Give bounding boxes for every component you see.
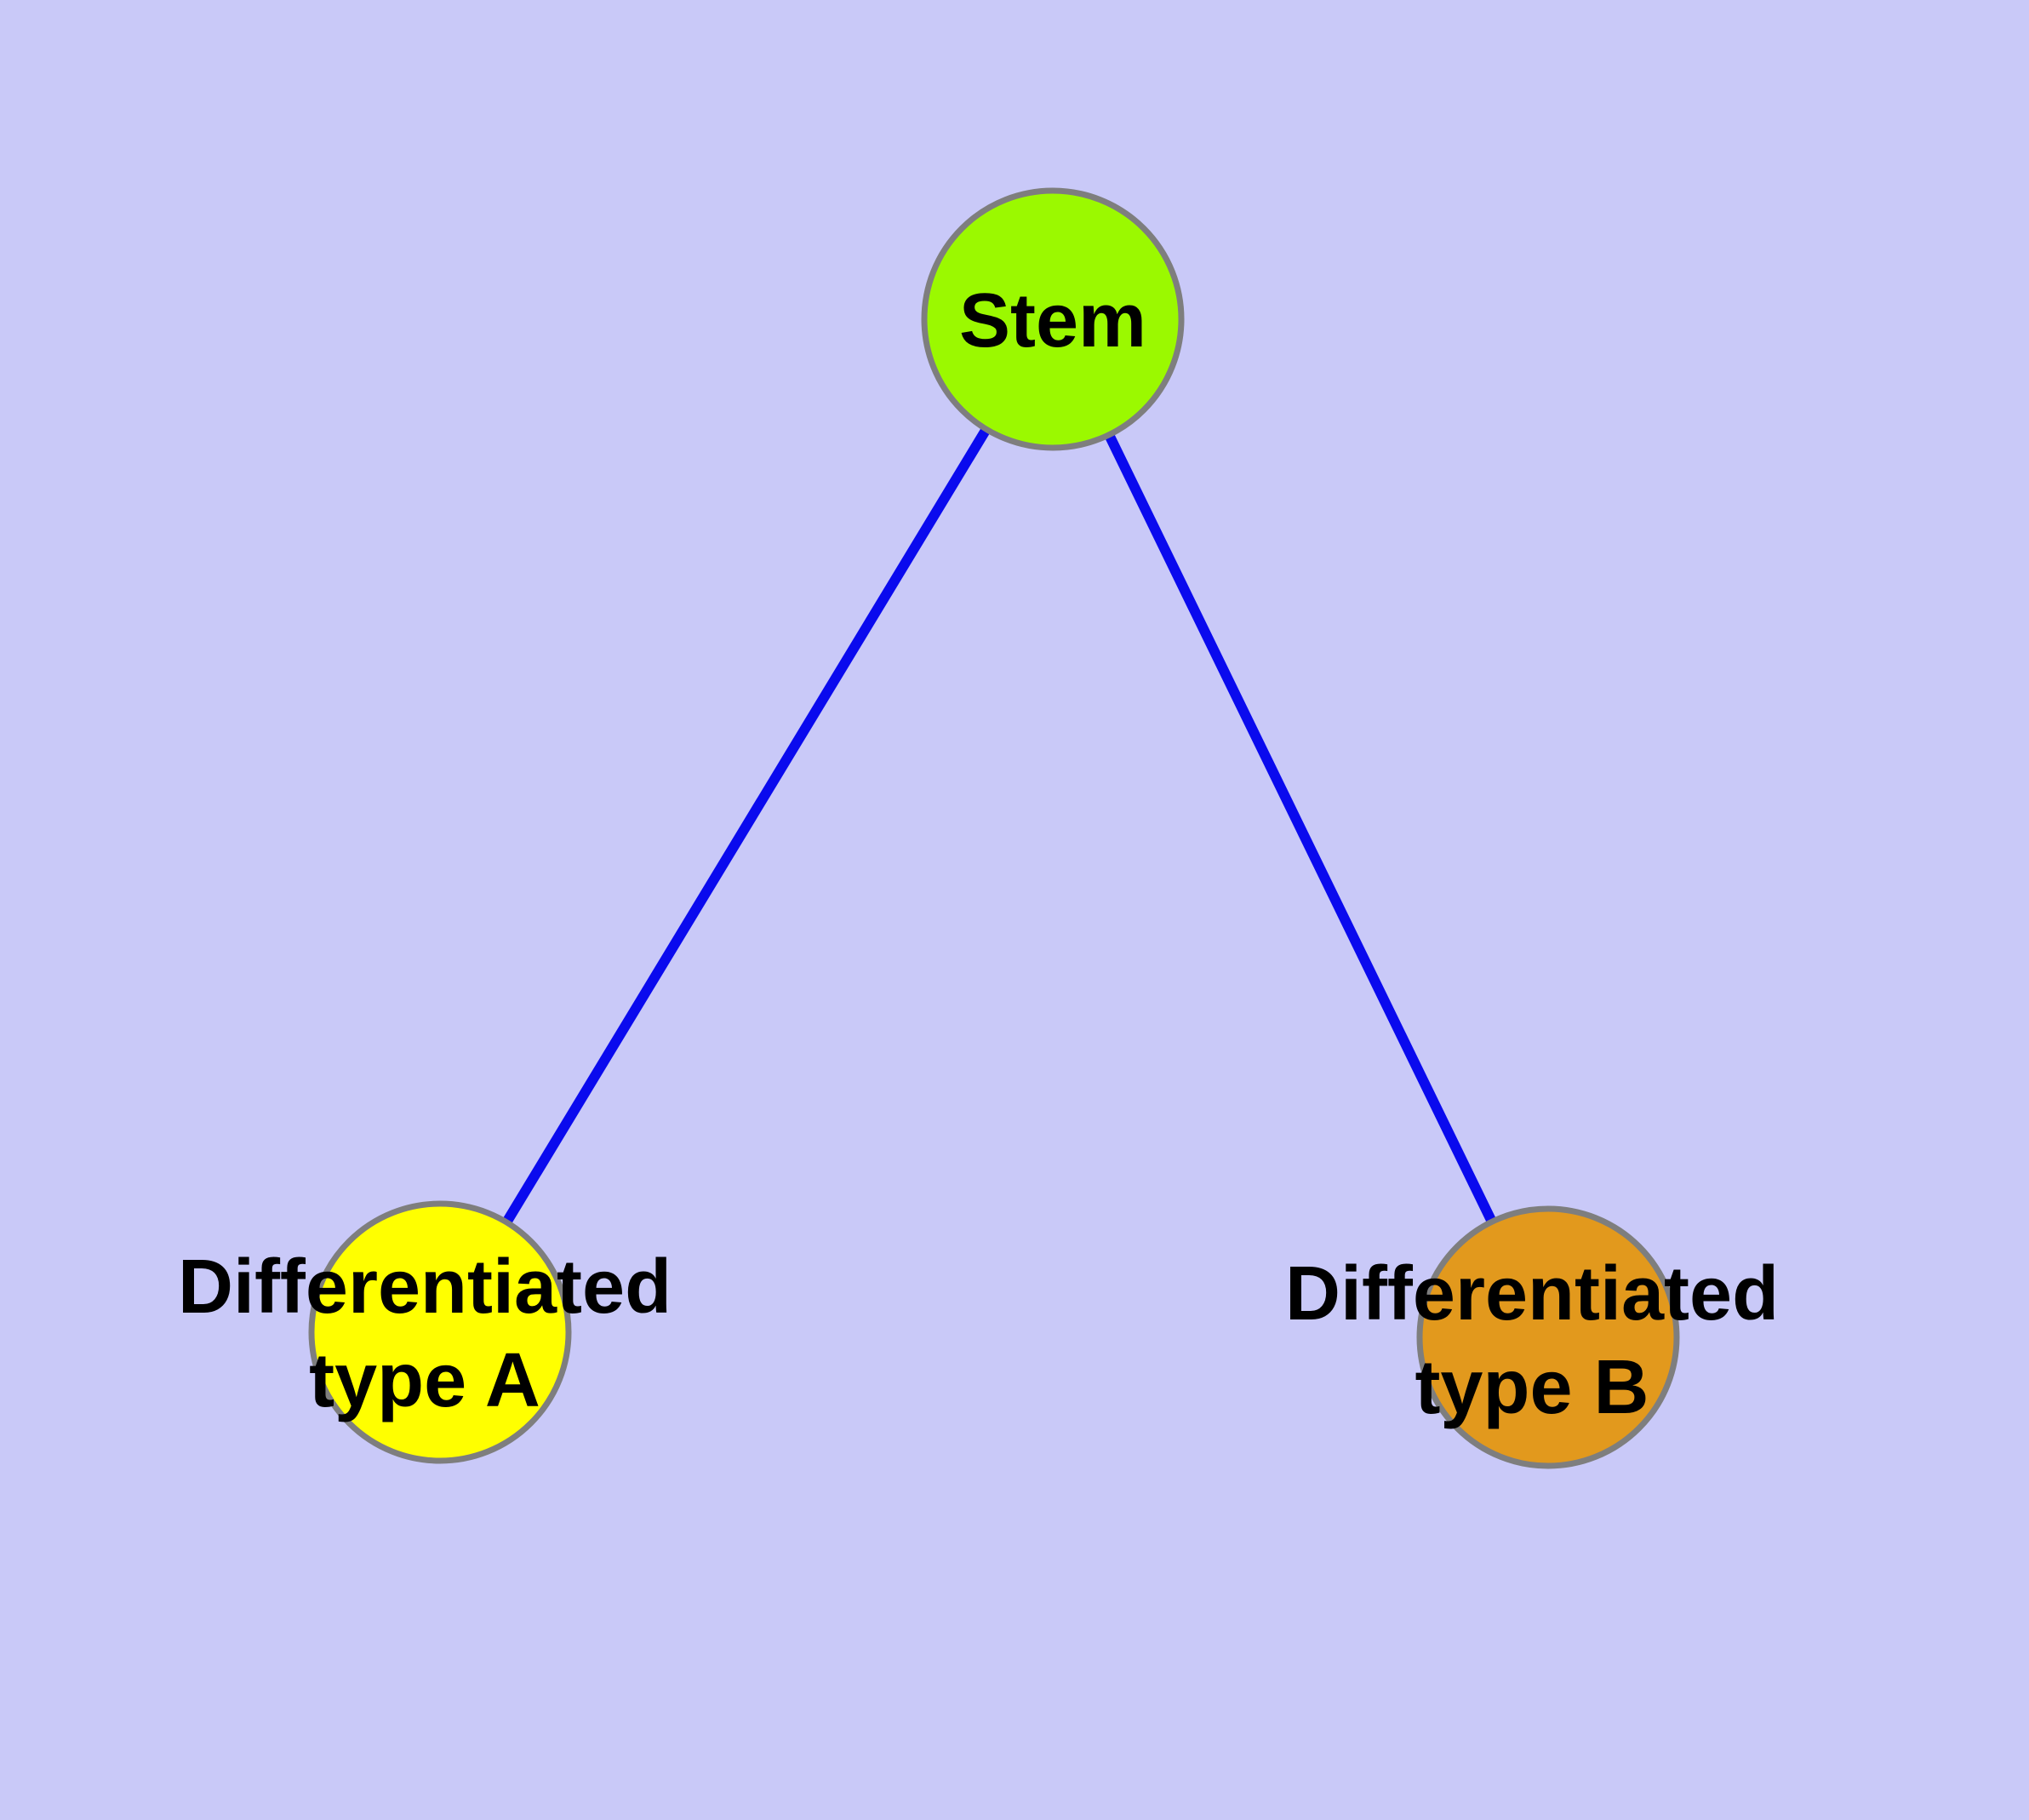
edge-stem-to-diff-a bbox=[435, 316, 1058, 1336]
node-stem-circle bbox=[921, 187, 1185, 451]
node-diff-a-circle bbox=[308, 1200, 572, 1464]
node-diff-b-circle bbox=[1416, 1205, 1680, 1469]
edge-stem-to-diff-b bbox=[1048, 317, 1553, 1340]
